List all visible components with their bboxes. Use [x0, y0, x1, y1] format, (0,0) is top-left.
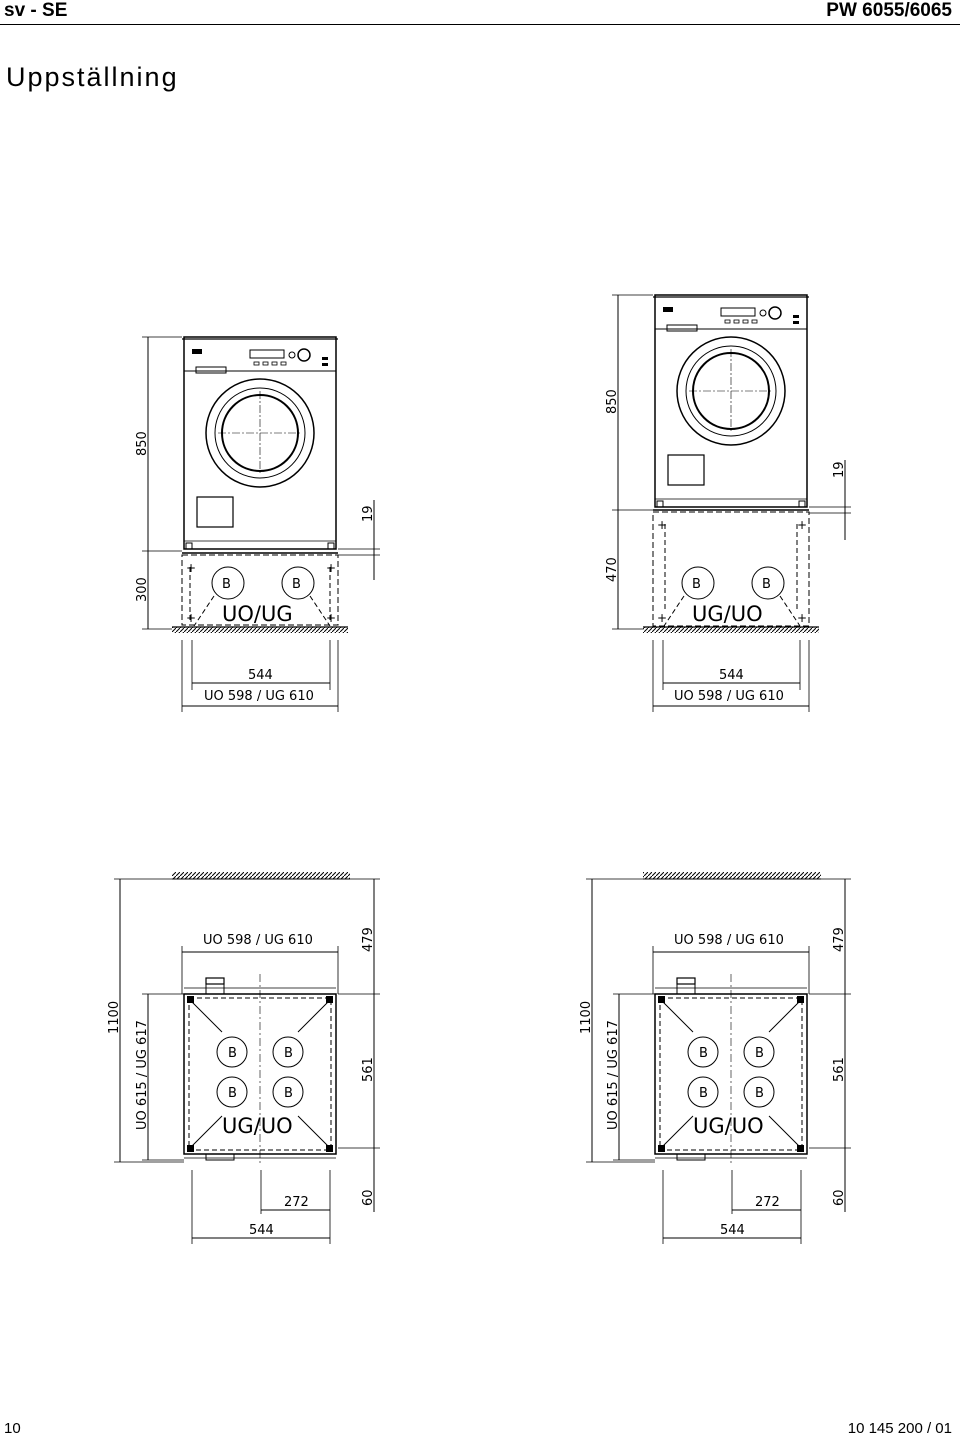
b-label: B — [692, 577, 701, 592]
b-label: B — [228, 1086, 237, 1101]
dim-561-right: 561 — [832, 1057, 847, 1082]
dim-470: 470 — [605, 557, 620, 582]
dim-depth-combo-right: UO 615 / UG 617 — [606, 1020, 621, 1130]
dim-300: 300 — [135, 577, 150, 602]
dim-width-combo-left: UO 598 / UG 610 — [204, 689, 314, 704]
dim-272-left: 272 — [284, 1195, 309, 1210]
dim-width-combo-plan-right: UO 598 / UG 610 — [674, 933, 784, 948]
dim-544-plan-right: 544 — [720, 1223, 745, 1238]
b-label: B — [755, 1046, 764, 1061]
dim-19-right: 19 — [832, 461, 847, 478]
header-rule — [0, 24, 960, 25]
b-label: B — [699, 1086, 708, 1101]
dim-width-combo-plan-left: UO 598 / UG 610 — [203, 933, 313, 948]
svg-text:+: + — [657, 518, 667, 532]
dim-850-left: 850 — [135, 431, 150, 456]
elevation-left: + + + + — [142, 336, 380, 712]
dim-544-left: 544 — [248, 668, 273, 683]
svg-text:+: + — [186, 611, 196, 625]
dim-479-right: 479 — [832, 927, 847, 952]
dim-479-left: 479 — [361, 927, 376, 952]
svg-text:+: + — [657, 611, 667, 625]
dim-width-combo-right: UO 598 / UG 610 — [674, 689, 784, 704]
ug-uo-label: UG/UO — [692, 602, 763, 626]
elevation-right: + + + + — [612, 294, 851, 712]
dim-544-right: 544 — [719, 668, 744, 683]
uo-ug-label: UO/UG — [222, 602, 293, 626]
b-label: B — [292, 577, 301, 592]
dim-60-left: 60 — [361, 1189, 376, 1206]
svg-text:+: + — [186, 561, 196, 575]
header-model: PW 6055/6065 — [826, 0, 952, 21]
header-language: sv - SE — [4, 0, 68, 21]
dim-1100-left: 1100 — [107, 1001, 122, 1034]
b-label: B — [699, 1046, 708, 1061]
dim-850-right: 850 — [605, 389, 620, 414]
b-label: B — [284, 1046, 293, 1061]
b-label: B — [762, 577, 771, 592]
dim-272-right: 272 — [755, 1195, 780, 1210]
b-label: B — [284, 1086, 293, 1101]
dim-60-right: 60 — [832, 1189, 847, 1206]
dim-depth-combo-left: UO 615 / UG 617 — [135, 1020, 150, 1130]
plan-view-right — [586, 872, 851, 1244]
b-label: B — [755, 1086, 764, 1101]
dim-1100-right: 1100 — [579, 1001, 594, 1034]
b-label: B — [228, 1046, 237, 1061]
svg-text:+: + — [797, 611, 807, 625]
dim-561-left: 561 — [361, 1057, 376, 1082]
dim-544-plan-left: 544 — [249, 1223, 274, 1238]
page-title: Uppställning — [6, 62, 179, 92]
dim-19-left: 19 — [361, 505, 376, 522]
svg-text:+: + — [326, 611, 336, 625]
page-number: 10 — [4, 1420, 21, 1437]
plan-view-left — [114, 872, 380, 1244]
ug-uo-label: UG/UO — [222, 1114, 293, 1138]
svg-text:+: + — [326, 561, 336, 575]
svg-text:+: + — [797, 518, 807, 532]
ug-uo-label: UG/UO — [693, 1114, 764, 1138]
document-number: 10 145 200 / 01 — [847, 1420, 952, 1437]
b-label: B — [222, 577, 231, 592]
